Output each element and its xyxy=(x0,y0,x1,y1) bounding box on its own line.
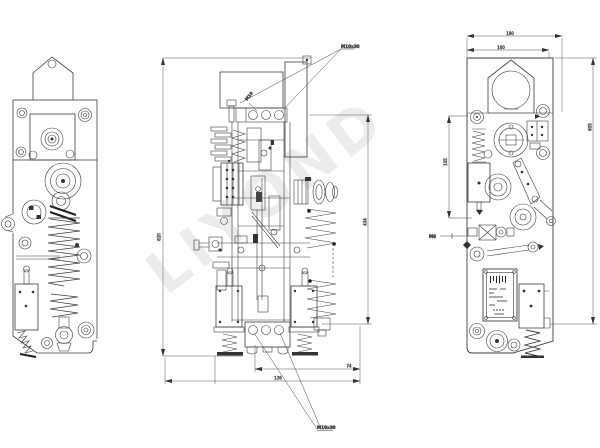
main-shaft-bearing xyxy=(21,162,82,225)
dim-right-height-overall: 605 xyxy=(588,123,593,131)
callout-bolt: M10 xyxy=(244,91,254,102)
watermark-text: LIYOND xyxy=(134,84,399,307)
front-dimensions: 620 434 74 136 M10x30 M10 M10x30 xyxy=(156,44,372,431)
limit-switch-box xyxy=(526,120,549,150)
latch-spring xyxy=(471,128,486,163)
operating-mechanism-linkage xyxy=(227,127,281,313)
callout-bottom-mounting-holes: M10x30 xyxy=(317,425,336,430)
watermark: LIYOND xyxy=(134,84,399,307)
dim-right-width-inner: 160 xyxy=(497,45,505,50)
dim-front-height-right: 434 xyxy=(363,218,368,226)
opening-coil xyxy=(518,283,551,358)
damper-bellows xyxy=(293,177,338,205)
view-left-side xyxy=(1,56,98,358)
reset-spring xyxy=(16,330,34,354)
base-frame xyxy=(244,321,291,355)
view-front xyxy=(193,55,338,356)
shaft-flange xyxy=(493,122,529,158)
callout-rod: M8 xyxy=(429,234,436,239)
dim-front-width-outer: 136 xyxy=(274,376,282,381)
pole-support-right xyxy=(288,267,320,356)
dim-front-width-inner: 74 xyxy=(346,364,352,369)
view-right-side xyxy=(451,57,556,358)
arc-chute-fins xyxy=(210,126,247,163)
trip-lever xyxy=(512,157,556,226)
nameplate xyxy=(482,268,518,322)
opening-springs xyxy=(304,208,337,337)
trip-coil xyxy=(14,265,39,331)
right-dimensions: 190 160 605 105 M8 xyxy=(429,31,597,325)
dim-front-height-left: 620 xyxy=(157,233,162,241)
closing-spring xyxy=(47,217,81,318)
dim-right-width-outer: 190 xyxy=(506,31,514,36)
closing-coil xyxy=(467,162,491,215)
pole-support-left xyxy=(213,267,245,356)
dim-right-height-partial: 105 xyxy=(443,158,448,166)
callout-top-mounting-holes: M10x30 xyxy=(341,44,360,49)
interlock-linkage xyxy=(451,224,544,262)
auxiliary-contact-block xyxy=(212,162,244,206)
